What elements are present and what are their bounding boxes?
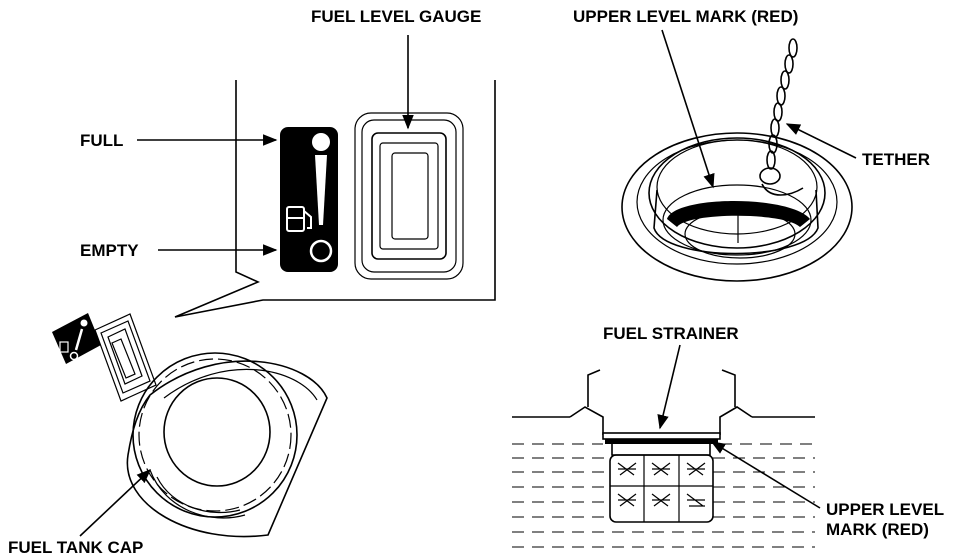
upper-level-mark-bottom-label-line1: UPPER LEVEL (826, 500, 944, 519)
leader-lines (79, 29, 857, 537)
strainer-leader-arrow (657, 344, 681, 430)
level-wedge-icon (315, 155, 327, 225)
gauge-callout-panel (174, 80, 496, 318)
filler-neck (621, 132, 853, 282)
fuel-gauge-window (354, 112, 464, 280)
fuel-liquid-lines (512, 443, 815, 548)
strainer-mark-leader-arrow (710, 441, 821, 509)
fuel-tank-cap (126, 352, 328, 538)
empty-label: EMPTY (80, 241, 139, 260)
tether-leader-arrow (785, 123, 857, 159)
tether-label: TETHER (862, 150, 930, 169)
strainer-red-mark (605, 439, 718, 444)
upper-mark-leader-arrow (661, 29, 715, 189)
strainer-mesh-marks (617, 462, 706, 507)
small-gauge-window (94, 313, 157, 402)
fuel-level-gauge-label: FUEL LEVEL GAUGE (311, 7, 481, 26)
fuel-strainer-label: FUEL STRAINER (603, 324, 739, 343)
cap-leader-arrow (79, 469, 152, 537)
upper-level-mark-top-label: UPPER LEVEL MARK (RED) (573, 7, 798, 26)
fuel-indicator-decal (280, 127, 338, 272)
small-gauge-decal (52, 313, 101, 364)
empty-circle-icon (309, 239, 333, 263)
full-label: FULL (80, 131, 123, 150)
fuel-strainer-assembly (512, 369, 815, 523)
upper-level-mark-bottom-label-line2: MARK (RED) (826, 520, 929, 539)
tether-chain (759, 38, 804, 196)
full-dot-icon (312, 133, 330, 151)
fuel-tank-cap-label: FUEL TANK CAP (8, 538, 143, 557)
fuel-pump-icon (286, 206, 312, 232)
